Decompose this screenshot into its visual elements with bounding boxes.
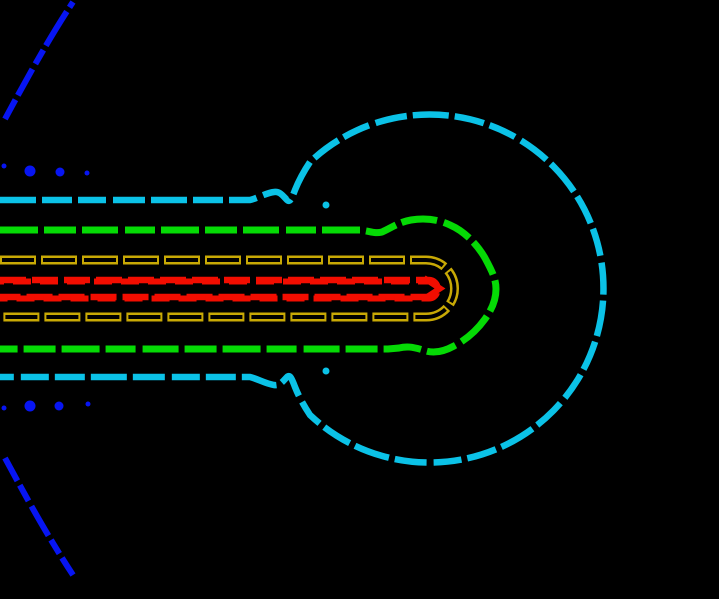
blue-outer-arc-lower [2, 456, 76, 577]
blue-dot-chain-lower-dot [54, 401, 64, 411]
blue-dot-chain-lower-dot [24, 400, 36, 412]
red-tip-chevron [422, 275, 446, 302]
blue-dot-chain-upper-dot [24, 165, 36, 177]
blue-dot-chain-lower [1, 400, 91, 412]
cyan-bubble-contour-path [0, 111, 607, 466]
blue-dot-chain-upper-dot [55, 167, 65, 177]
green-lobe-contour [0, 215, 500, 356]
blue-outer-arc-lower-path [2, 456, 76, 577]
blue-dot-chain-upper [1, 163, 90, 177]
blue-dot-chain-lower-dot [1, 405, 7, 411]
blue-dot-chain-upper-dot [1, 163, 7, 169]
cyan-bubble-contour [0, 111, 607, 466]
blue-outer-arc-upper-path [2, 0, 76, 121]
gold-double-line-contour [0, 255, 460, 322]
blue-outer-arc-upper [2, 0, 76, 121]
blue-dot-chain-lower-dot [85, 401, 91, 407]
blue-dot-chain-upper-dot [84, 170, 90, 176]
green-lobe-contour-path [0, 215, 500, 356]
gold-double-line-contour-path [0, 258, 457, 319]
cyan-speckle-lower [322, 367, 330, 375]
red-tip-chevron-path [422, 275, 446, 302]
cyan-speckle-upper [322, 201, 330, 209]
cyan-speckle-lower-dot [322, 367, 330, 375]
cyan-speckle-upper-dot [322, 201, 330, 209]
